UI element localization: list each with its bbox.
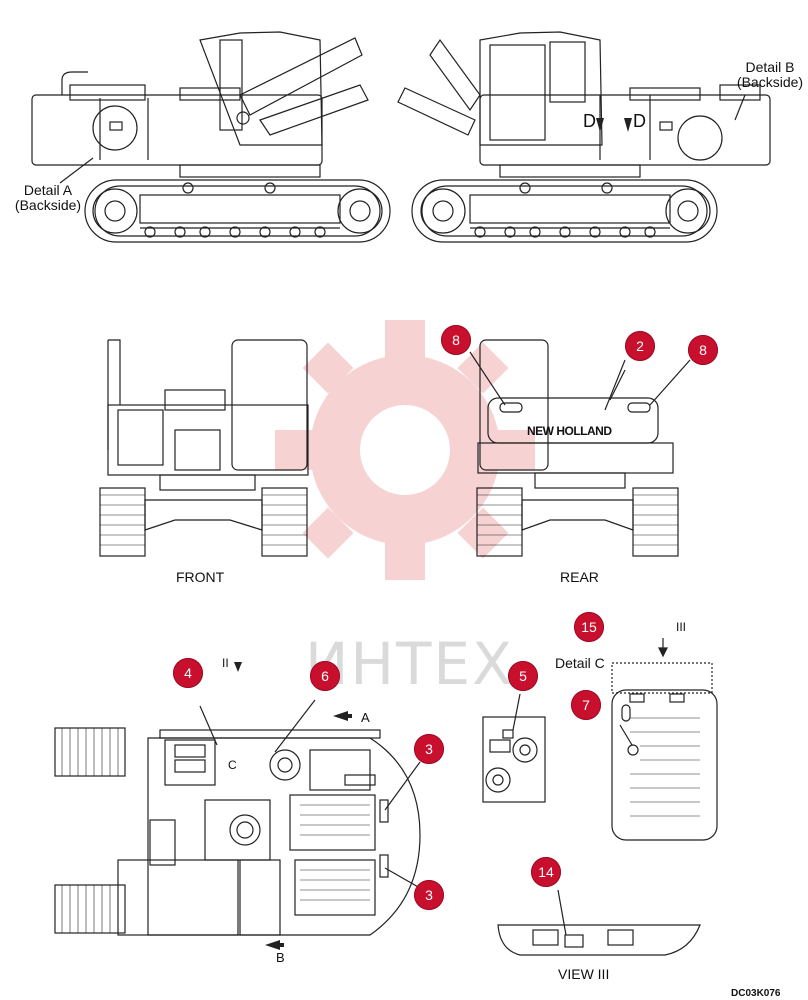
view-ii-arrow-label: II <box>222 656 229 670</box>
marker-c-label: C <box>228 758 237 772</box>
callout-3-bottom: 3 <box>414 880 444 910</box>
arrow-a-label: A <box>361 710 370 725</box>
callout-7: 7 <box>571 690 601 720</box>
detail-b-label: Detail B (Backside) <box>732 60 808 90</box>
watermark-text: ИНТЕХ <box>305 630 514 698</box>
callout-8-left: 8 <box>441 325 471 355</box>
brand-nameplate: NEW HOLLAND <box>527 424 612 438</box>
marker-d-label-2: D <box>633 111 646 131</box>
detail-b-subtitle: (Backside) <box>736 74 804 90</box>
plan-view <box>54 699 421 936</box>
callout-6: 6 <box>310 661 340 691</box>
watermark-gear-logo <box>275 320 535 580</box>
detail-c-cover <box>611 638 718 841</box>
view-iii-caption: VIEW III <box>558 966 610 982</box>
arrow-b-label: B <box>276 950 285 965</box>
callout-4: 4 <box>173 658 203 688</box>
front-caption: FRONT <box>176 569 225 585</box>
front-view <box>99 339 309 557</box>
callout-8-right: 8 <box>688 335 718 365</box>
callout-5: 5 <box>508 661 538 691</box>
marker-d-label-1: D <box>583 111 596 131</box>
detail-a-label: Detail A (Backside) <box>2 183 94 213</box>
callout-2: 2 <box>625 331 655 361</box>
callout-3-top: 3 <box>414 734 444 764</box>
detail-a-subtitle: (Backside) <box>14 197 82 213</box>
detail-a-title: Detail A <box>23 182 73 198</box>
detail-b-title: Detail B <box>745 59 795 75</box>
view-iii-arrow-label: III <box>676 620 687 634</box>
view-arrows <box>234 118 632 950</box>
detail-c-label: Detail C <box>555 655 605 671</box>
callout-14: 14 <box>531 857 561 887</box>
rear-view <box>476 339 679 557</box>
callout-15: 15 <box>574 612 604 642</box>
drawing-code: DC03K076 <box>731 988 781 999</box>
detail-5 <box>482 693 546 803</box>
rear-caption: REAR <box>560 569 599 585</box>
view-iii <box>497 889 701 956</box>
side-view-left <box>31 31 391 243</box>
side-view-right <box>397 31 771 243</box>
